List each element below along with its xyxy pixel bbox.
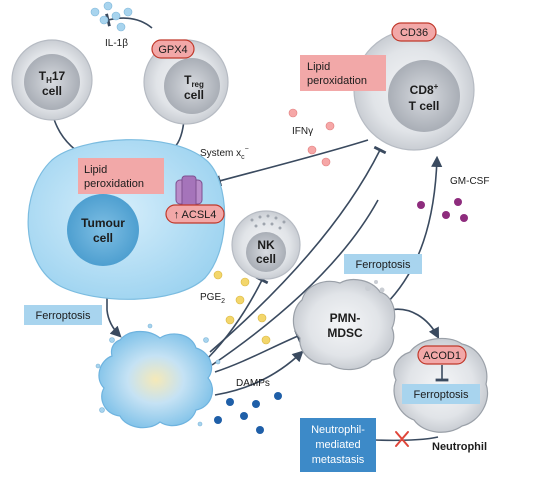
dead-to-pmn-inhibition — [214, 329, 302, 373]
ferroptosis-left-box: Ferroptosis — [24, 305, 102, 325]
acsl4-badge: ↑ ACSL4 — [165, 204, 225, 224]
tumour-line2: cell — [93, 231, 113, 245]
tumour-line1: Tumour — [81, 216, 125, 230]
tumour-to-dead-arrow — [106, 290, 122, 338]
pge2-main: PGE — [200, 292, 221, 303]
ferroptosis-neutrophil-box: Ferroptosis — [402, 384, 480, 404]
system-xc-sup: − — [245, 146, 249, 153]
lipid-top-line1: Lipid — [307, 61, 330, 73]
system-xc-sub: c — [241, 154, 245, 161]
ifng-label: IFNγ — [292, 126, 313, 137]
nk-line2: cell — [256, 252, 276, 266]
acsl4-label: ↑ ACSL4 — [174, 209, 217, 221]
gpx4-label: GPX4 — [158, 44, 187, 56]
neutrophil-to-metastasis-arrow — [374, 436, 439, 442]
pmn-to-cd8-gmcsf-arrow — [384, 155, 443, 306]
tumour-cell: Tumour cell — [27, 139, 226, 300]
svg-text:CD8+: CD8+ — [410, 82, 439, 97]
il1b-label: IL-1β — [105, 38, 128, 49]
th17-name-rest: 17 — [52, 69, 66, 83]
system-xc-transporter — [175, 175, 203, 209]
lipid-peroxidation-cd8-box: Lipid peroxidation — [300, 55, 386, 91]
metastasis-line3: metastasis — [312, 454, 365, 466]
treg-name-main: T — [184, 73, 192, 87]
cd8-to-tumour-ifng-arrow — [209, 139, 369, 187]
pmn-to-neutrophil-arrow — [389, 308, 440, 339]
metastasis-line2: mediated — [315, 439, 360, 451]
arrows — [51, 13, 443, 442]
pmn-mdsc-cell: PMN- MDSC — [292, 279, 396, 371]
cd8-sup: + — [434, 82, 439, 91]
cd8-line2: T cell — [409, 99, 440, 113]
acod1-label: ACOD1 — [423, 350, 461, 362]
svg-text:TH17: TH17 — [39, 69, 66, 85]
th17-cell: TH17 cell — [11, 39, 93, 121]
neutrophil-label: Neutrophil — [432, 441, 487, 453]
svg-text:System xc−: System xc− — [200, 146, 249, 161]
lipid-peroxidation-tumour-box: Lipid peroxidation — [78, 158, 164, 194]
metastasis-line1: Neutrophil- — [311, 424, 365, 436]
cd8-line1: CD8 — [410, 83, 434, 97]
ferroptosis-neutrophil-label: Ferroptosis — [413, 389, 469, 401]
ifng-dots — [288, 108, 335, 167]
treg-line2: cell — [184, 88, 204, 102]
ferroptosis-mid-box: Ferroptosis — [344, 254, 422, 274]
ferroptosis-mid-label: Ferroptosis — [355, 259, 411, 271]
lipid-top-line2: peroxidation — [307, 75, 367, 87]
ferroptotic-tumour-cell — [95, 323, 221, 429]
acod1-badge: ACOD1 — [417, 345, 467, 365]
cd36-badge: CD36 — [391, 22, 437, 42]
dead-to-nk-inhibition — [207, 275, 269, 359]
cd36-label: CD36 — [400, 27, 428, 39]
gmcsf-label: GM-CSF — [450, 176, 489, 187]
treg-cell: Treg cell — [143, 39, 229, 125]
il1b-dots — [90, 1, 133, 32]
treg-name-sub: reg — [191, 80, 204, 89]
pmn-line1: PMN- — [330, 311, 361, 325]
system-xc-main: System x — [200, 148, 241, 159]
neutrophil-metastasis-box: Neutrophil- mediated metastasis — [300, 418, 376, 472]
th17-name-main: T — [39, 69, 47, 83]
blocked-x-icon — [395, 431, 409, 447]
dead-to-pmn-damps-arrow — [214, 350, 304, 396]
svg-text:Treg: Treg — [184, 73, 204, 89]
lipid-tumour-line1: Lipid — [84, 164, 107, 176]
th17-name-sub: H — [46, 76, 52, 85]
nk-line1: NK — [257, 238, 275, 252]
svg-text:PGE2: PGE2 — [200, 292, 225, 305]
gpx4-badge: GPX4 — [151, 39, 195, 59]
pge2-dots — [213, 270, 271, 345]
nk-cell: NK cell — [231, 210, 301, 280]
treg-to-th17-inhibition — [105, 13, 153, 29]
damps-dots — [214, 392, 282, 434]
dead-to-cd8-second — [211, 199, 379, 366]
dead-to-cd8-inhibition — [209, 145, 387, 353]
lipid-tumour-line2: peroxidation — [84, 178, 144, 190]
gmcsf-dots — [417, 198, 468, 222]
ferroptosis-left-label: Ferroptosis — [35, 310, 91, 322]
damps-label: DAMPs — [236, 378, 270, 389]
pge2-sub: 2 — [221, 298, 225, 305]
th17-line2: cell — [42, 84, 62, 98]
pmn-line2: MDSC — [327, 326, 363, 340]
